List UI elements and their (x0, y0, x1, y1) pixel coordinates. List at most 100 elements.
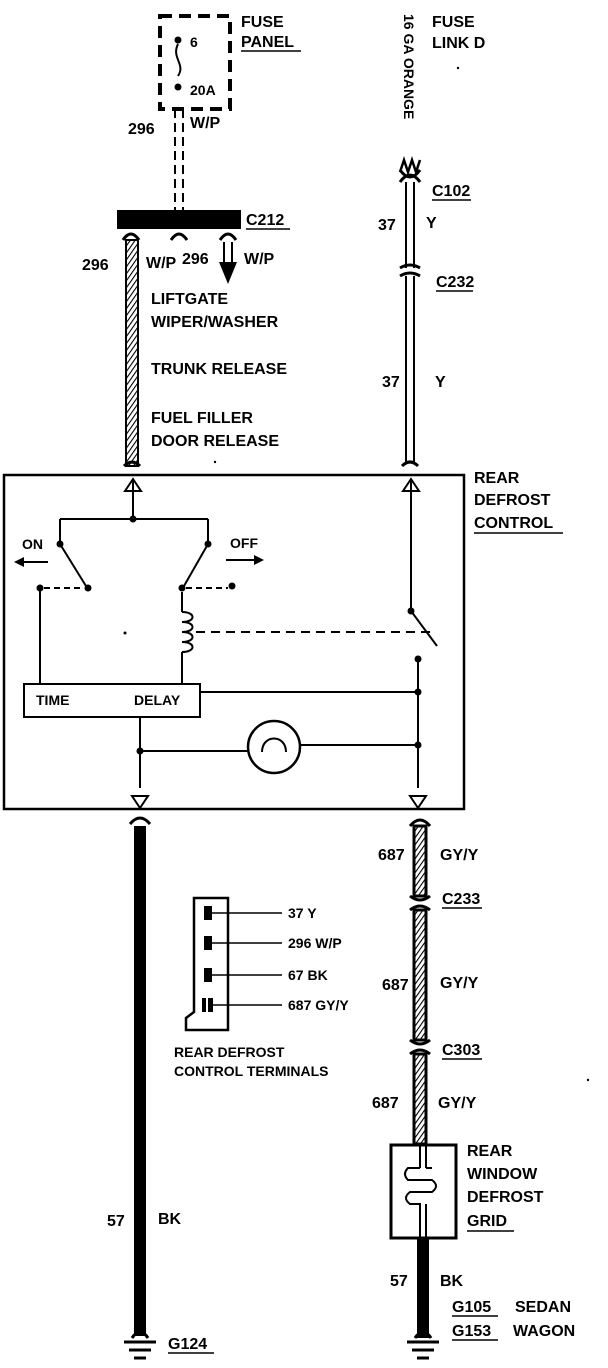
fuse-panel-title-2: PANEL (241, 34, 294, 51)
c212-right-color: W/P (244, 251, 275, 268)
c303-pin (409, 1038, 431, 1046)
on-label: ON (22, 536, 43, 552)
c232-pin (399, 263, 421, 270)
grid-title-3: DEFROST (467, 1189, 544, 1206)
ground-g124-label: G124 (168, 1336, 207, 1353)
wire-296-color: W/P (190, 115, 221, 132)
off-switch-blade (183, 543, 209, 587)
wire-296-circuit: 296 (128, 121, 155, 138)
terminal-label-3: 67 BK (288, 967, 328, 983)
c212-left-circuit: 296 (82, 257, 109, 274)
off-arrow-icon (226, 555, 264, 565)
terminal-connector-outline (184, 896, 230, 1032)
fuse-terminal-top (174, 36, 182, 44)
wire-57-circuit-right: 57 (390, 1273, 408, 1290)
wire-687-circuit-3: 687 (372, 1095, 399, 1112)
connector-c212: C212 (117, 210, 290, 241)
grid-title-4: GRID (467, 1213, 507, 1230)
wire-687-color-1: GY/Y (440, 847, 479, 864)
terminal-pin-4a (202, 998, 206, 1012)
wire-687-circuit-1: 687 (378, 847, 405, 864)
wire-37-color-1: Y (426, 215, 437, 232)
rear-window-defrost-grid: REAR WINDOW DEFROST GRID (389, 1143, 544, 1240)
fuse-link-wire-label: 16 GA ORANGE (401, 14, 417, 119)
wire-57-bk-left (134, 826, 146, 1336)
wire-687-segment-3 (412, 1052, 428, 1146)
control-pin-296 (122, 460, 142, 468)
ground-g105-label: G105 (452, 1299, 491, 1316)
c212-label: C212 (246, 212, 284, 229)
fuse-panel-title-1: FUSE (241, 14, 284, 31)
grid-title-2: WINDOW (467, 1166, 538, 1183)
wire-687-color-2: GY/Y (440, 975, 479, 992)
wire-37-top (405, 182, 415, 268)
terminals-caption-1: REAR DEFROST (174, 1044, 285, 1060)
grid-element-icon (404, 1167, 437, 1238)
fuse-element-icon (175, 43, 182, 77)
c212-pin-3 (218, 232, 238, 241)
wire-37-circuit-1: 37 (378, 217, 396, 234)
dest-line-4: FUEL FILLER (151, 410, 253, 427)
wire-687-segment-2 (412, 908, 428, 1042)
on-switch-blade (59, 543, 87, 587)
fuse-terminal-bottom (174, 83, 182, 91)
fuse-number: 6 (190, 34, 198, 50)
wire-57-color-left: BK (158, 1211, 182, 1228)
fuse-link-d: FUSE LINK D 16 GA ORANGE (398, 14, 485, 176)
rear-defrost-control: REAR DEFROST CONTROL ON OFF (2, 470, 563, 811)
c102-label: C102 (432, 183, 470, 200)
wire-296-hatched (125, 239, 139, 467)
time-label: TIME (36, 692, 69, 708)
off-label: OFF (230, 535, 258, 551)
terminals-caption-2: CONTROL TERMINALS (174, 1063, 329, 1079)
wire-687-segment-1 (412, 824, 428, 898)
ground-g153-note: WAGON (513, 1323, 575, 1340)
c233-pin (409, 894, 431, 902)
delay-label: DELAY (134, 692, 181, 708)
fuse-link-title-1: FUSE (432, 14, 475, 31)
on-arrow-icon (14, 557, 48, 567)
branch-arrow-icon (219, 242, 237, 284)
relay-contact-blade (410, 610, 438, 647)
ground-g153-label: G153 (452, 1323, 491, 1340)
terminal-label-4: 687 GY/Y (288, 997, 349, 1013)
ground-icon-g124 (124, 1330, 156, 1360)
c102-pin (398, 173, 422, 183)
control-terminals: 37 Y 296 W/P 67 BK 687 GY/Y REAR DEFROST… (174, 896, 349, 1079)
control-title-2: DEFROST (474, 492, 551, 509)
dest-line-1: LIFTGATE (151, 291, 228, 308)
fuse-link-title-2: LINK D (432, 35, 485, 52)
c212-right-circuit: 296 (182, 251, 209, 268)
time-delay-module (23, 683, 201, 718)
fuse-rating: 20A (190, 82, 216, 98)
relay-coil-icon (181, 611, 194, 653)
control-box (2, 473, 466, 811)
c232-label: C232 (436, 274, 474, 291)
dest-line-2: WIPER/WASHER (151, 314, 279, 331)
wire-296-top: 296 W/P (128, 109, 221, 210)
terminal-pin-1 (204, 906, 212, 920)
wire-57-bk-right (417, 1238, 429, 1338)
terminal-label-1: 37 Y (288, 905, 317, 921)
wire-57-circuit-left: 57 (107, 1213, 125, 1230)
c212-pin-1 (121, 232, 141, 241)
wire-37-color-2: Y (435, 374, 446, 391)
dest-line-5: DOOR RELEASE (151, 433, 279, 450)
c303-label: C303 (442, 1042, 480, 1059)
ground-icon-g105-g153 (407, 1330, 439, 1360)
dest-line-3: TRUNK RELEASE (151, 361, 287, 378)
grid-title-1: REAR (467, 1143, 513, 1160)
terminal-pin-3 (204, 968, 212, 982)
wire-37-bottom (405, 276, 415, 462)
terminal-pin-4b (208, 998, 213, 1012)
terminal-label-2: 296 W/P (288, 935, 342, 951)
terminal-pin-2 (204, 936, 212, 950)
wire-687-circuit-2: 687 (382, 977, 409, 994)
fuse-panel: 6 20A FUSE PANEL (158, 14, 301, 111)
c233-label: C233 (442, 891, 480, 908)
c212-pin-2 (169, 232, 189, 241)
fuse-panel-outline (158, 14, 232, 111)
wire-37-circuit-2: 37 (382, 374, 400, 391)
control-title-1: REAR (474, 470, 520, 487)
